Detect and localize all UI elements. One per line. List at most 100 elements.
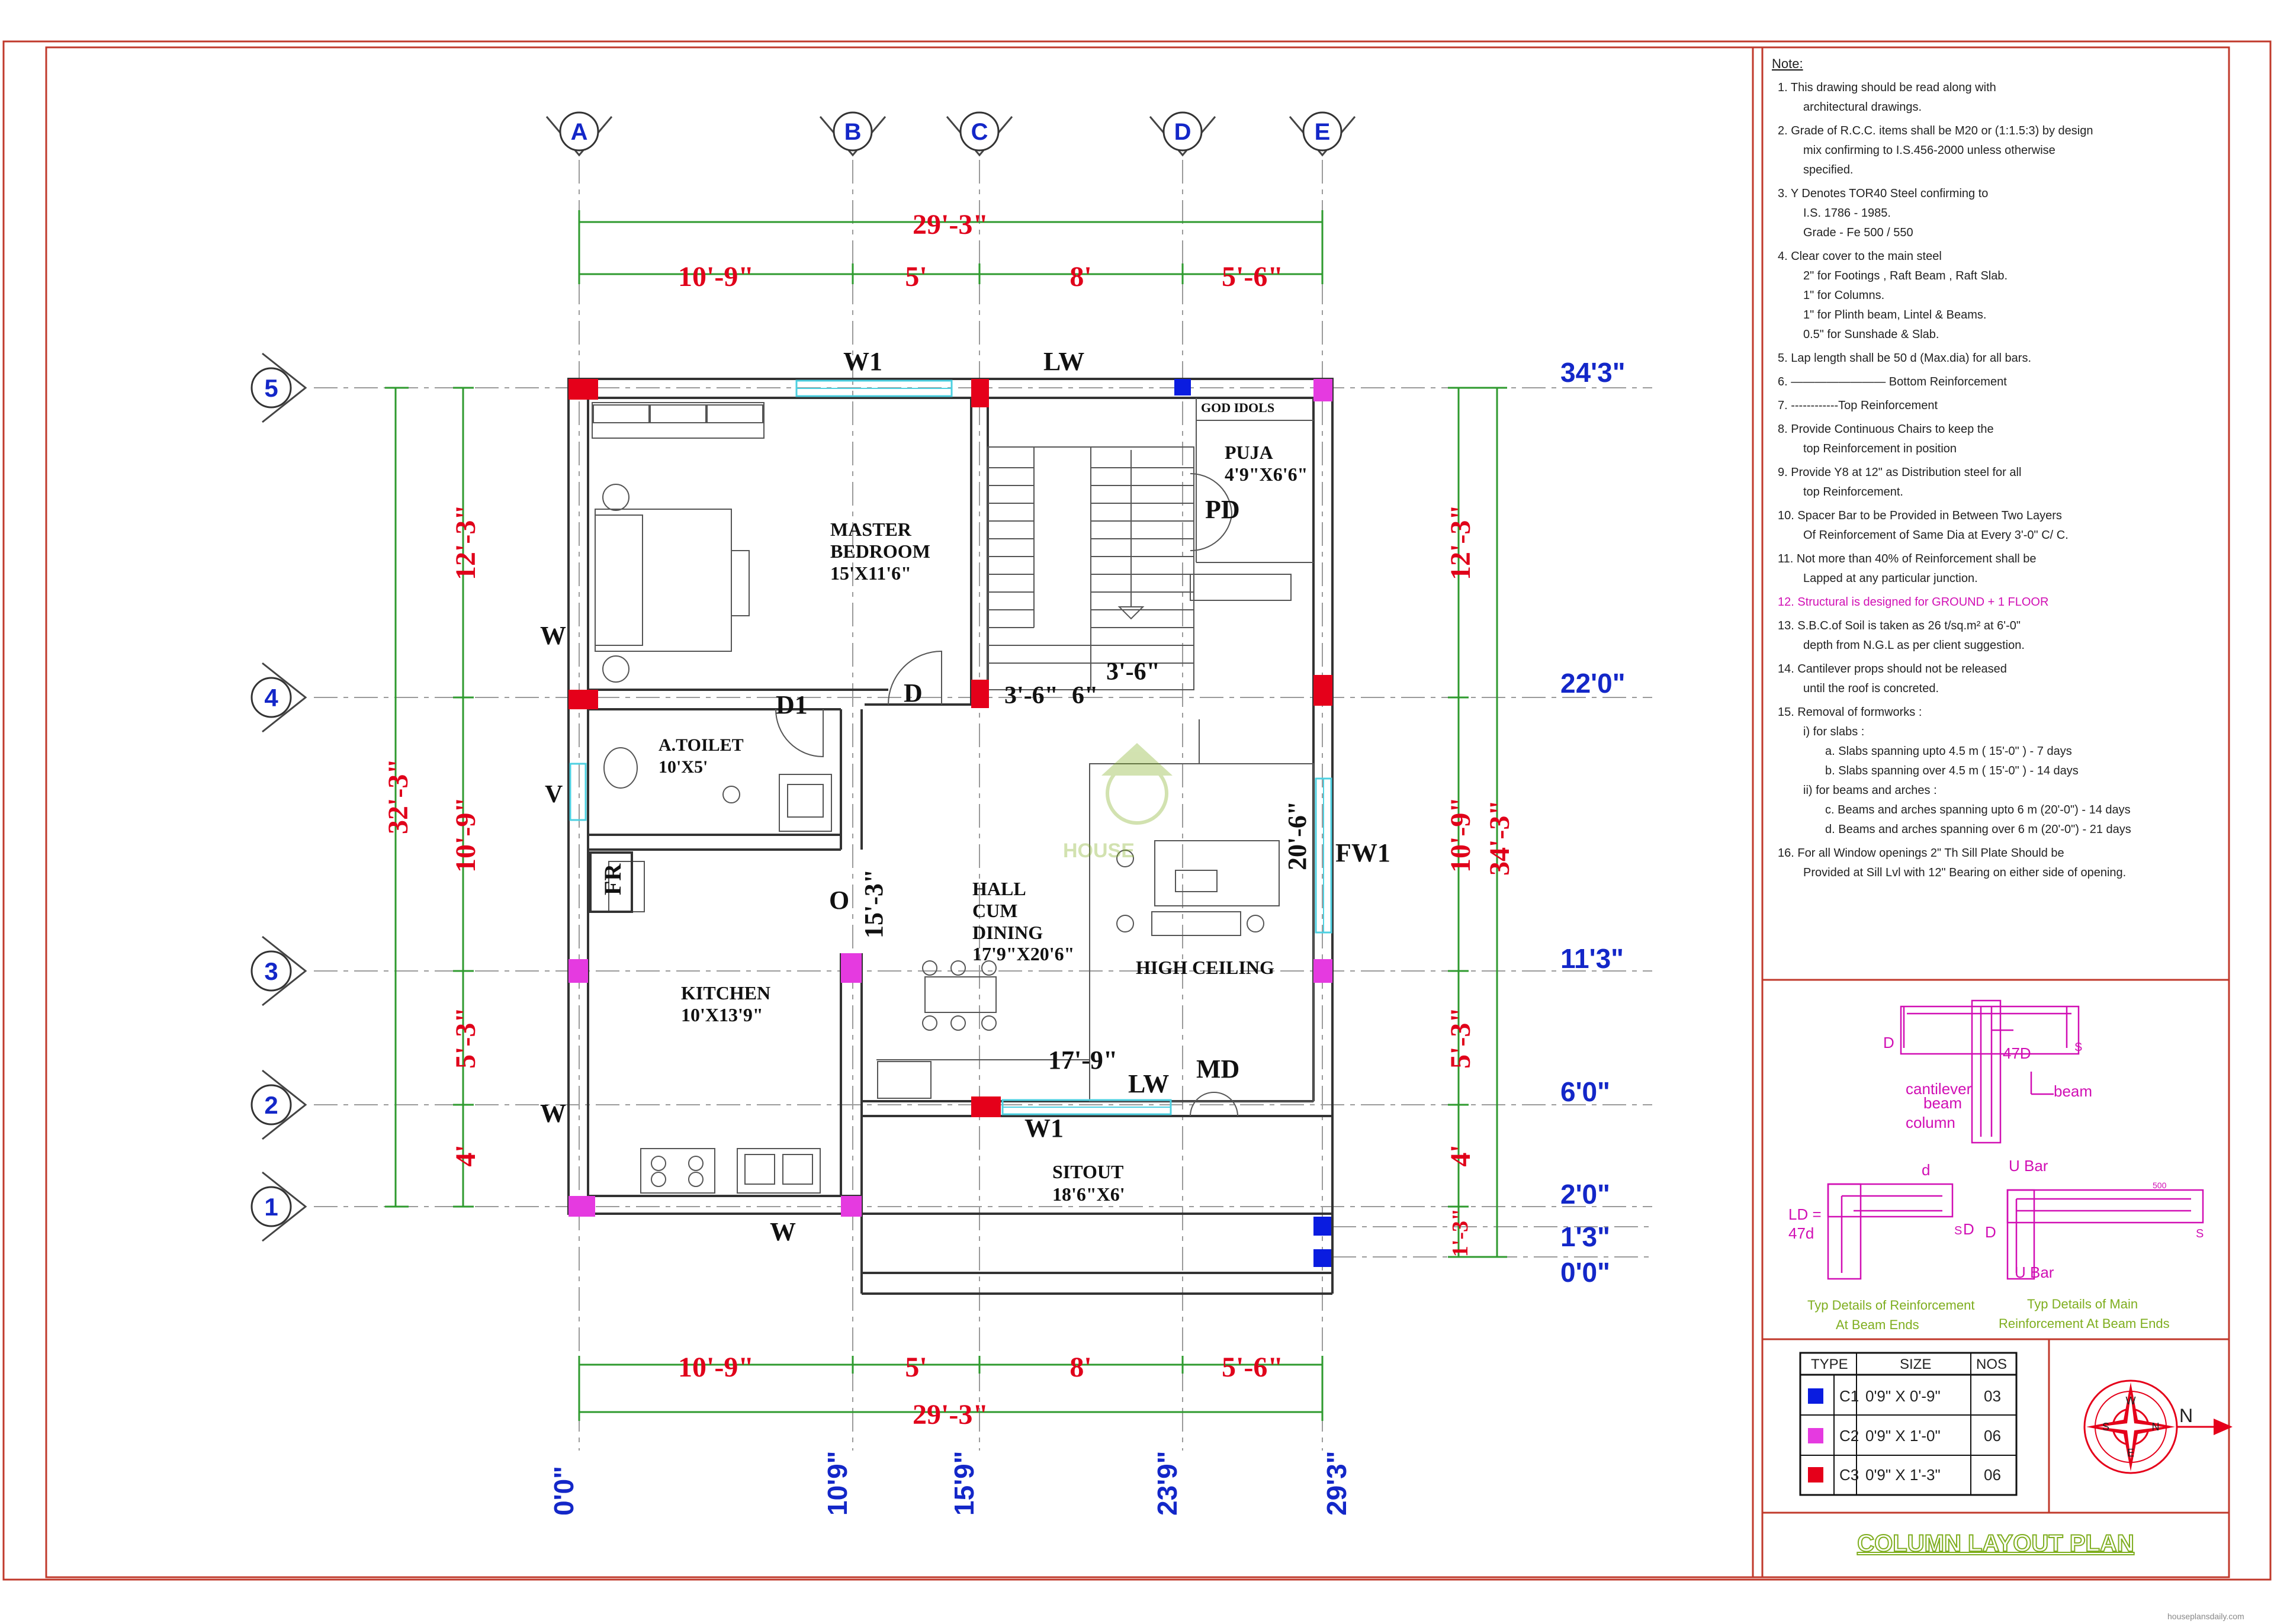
column-c2 xyxy=(568,959,588,983)
room-size: 10'X5' xyxy=(659,757,708,777)
detail-label: 47D xyxy=(2003,1044,2031,1062)
note-line: until the roof is concreted. xyxy=(1803,682,1939,695)
dim-span-right: 4' xyxy=(1445,1144,1476,1166)
inner-border xyxy=(45,46,2230,1578)
room-size: 17'9"X20'6" xyxy=(972,943,1074,964)
ventilator-label: V xyxy=(545,781,563,808)
note-line: b. Slabs spanning over 4.5 m ( 15'-0" ) … xyxy=(1825,764,2079,777)
detail-label: D xyxy=(1963,1220,1974,1238)
door-label: PD xyxy=(1205,495,1240,524)
fridge-label: FR xyxy=(599,863,626,895)
room-name: BEDROOM xyxy=(830,541,930,562)
detail-label: 47d xyxy=(1788,1224,1814,1242)
schedule-nos: 06 xyxy=(1984,1427,2001,1445)
hall-dim: 15'-3" xyxy=(859,869,888,938)
room-name: KITCHEN xyxy=(681,982,770,1004)
note-line: specified. xyxy=(1803,163,1854,176)
windows xyxy=(569,380,1332,1115)
level-4: 22'0" xyxy=(1560,668,1626,699)
note-line: 3. Y Denotes TOR40 Steel confirming to xyxy=(1778,187,1988,200)
note-line: i) for slabs : xyxy=(1803,725,1864,738)
note-line: 15. Removal of formworks : xyxy=(1778,706,1922,719)
dim-span-right: 1'-3" xyxy=(1448,1208,1473,1257)
schedule-swatch xyxy=(1808,1428,1823,1443)
watermark-logo: HOUSE xyxy=(1063,743,1173,862)
note-line: 1" for Columns. xyxy=(1803,289,1884,302)
detail-caption: Typ Details of Reinforcement xyxy=(1807,1298,1974,1313)
column-bubble-d: D xyxy=(1149,111,1216,157)
dim-span-left: 5'-3" xyxy=(450,1007,481,1069)
window-label: W1 xyxy=(843,347,882,376)
row-label: 2 xyxy=(264,1091,278,1119)
column-bubble-c: C xyxy=(946,111,1013,157)
note-line: 11. Not more than 40% of Reinforcement s… xyxy=(1778,552,2037,565)
drawing-title: COLUMN LAYOUT PLAN xyxy=(1857,1530,2134,1557)
row-label: 5 xyxy=(264,374,278,402)
column-c1 xyxy=(1313,1217,1331,1236)
row-bubble-1: 1 xyxy=(250,1171,307,1242)
schedule-swatch xyxy=(1808,1467,1823,1482)
level-labels: 34'3" 22'0" 11'3" 6'0" 2'0" 1'3" 0'0" xyxy=(1560,357,1626,1288)
column-c3 xyxy=(971,379,989,407)
schedule-nos: 06 xyxy=(1984,1466,2001,1484)
note-line: Provided at Sill Lvl with 12" Bearing on… xyxy=(1803,866,2126,879)
room-size: 10'X13'9" xyxy=(681,1004,763,1025)
compass-letter: N xyxy=(2152,1421,2160,1433)
north-compass-icon: W S E N N xyxy=(2083,1379,2233,1474)
dim-span-bottom: 5' xyxy=(905,1352,927,1383)
dim-span-left: 10'-9" xyxy=(450,797,481,873)
room-name: HALL xyxy=(972,878,1026,899)
column-c3 xyxy=(568,379,598,400)
dim-overall-bottom: 29'-3" xyxy=(913,1399,988,1430)
detail-cantilever-beam: D 47D S cantilever beam column beam xyxy=(1883,999,2092,1144)
schedule-size: 0'9" X 0'-9" xyxy=(1865,1387,1941,1405)
notes-list: 1. This drawing should be read along wit… xyxy=(1778,81,2131,879)
detail-label: LD = xyxy=(1788,1205,1822,1223)
detail-label: D xyxy=(1883,1034,1894,1051)
dim-span-top: 8' xyxy=(1069,261,1091,292)
detail-label: S xyxy=(2074,1041,2082,1054)
note-line: 2. Grade of R.C.C. items shall be M20 or… xyxy=(1778,124,2093,137)
drawing-title-block: COLUMN LAYOUT PLAN xyxy=(1857,1530,2134,1557)
detail-label: S xyxy=(2196,1227,2204,1240)
door-label: MD xyxy=(1196,1054,1239,1083)
window-label: FW1 xyxy=(1335,838,1390,867)
schedule-type: C3 xyxy=(1839,1466,1859,1484)
row-bubble-3: 3 xyxy=(250,935,307,1006)
note-line: 6. ———————— Bottom Reinforcement xyxy=(1778,375,2007,388)
offset-b: 10'9" xyxy=(822,1451,853,1516)
note-line: 12. Structural is designed for GROUND + … xyxy=(1778,596,2048,609)
room-name: CUM xyxy=(972,900,1017,921)
offset-c: 15'9" xyxy=(949,1451,979,1516)
general-notes: Note: 1. This drawing should be read alo… xyxy=(1772,56,2131,879)
room-size: 15'X11'6" xyxy=(830,562,911,584)
left-dimensions: 32'-3" 12'-3" 10'-9" 5'-3" 4' xyxy=(383,387,481,1208)
note-line: 8. Provide Continuous Chairs to keep the xyxy=(1778,423,1994,436)
row-label: 1 xyxy=(264,1193,278,1221)
dim-span-bottom: 10'-9" xyxy=(678,1352,754,1383)
staircase xyxy=(987,446,1194,690)
inner-dimensions: 3'-6" 3'-6" 6" 15'-3" 20'-6" 17'-9" xyxy=(859,658,1312,1075)
note-line: Grade - Fe 500 / 550 xyxy=(1803,226,1913,239)
stair-dim: 6" xyxy=(1072,682,1098,709)
schedule-swatch xyxy=(1808,1388,1823,1404)
window-label: LW xyxy=(1043,347,1084,376)
note-line: 7. ------------Top Reinforcement xyxy=(1778,399,1938,412)
schedule-type: C2 xyxy=(1839,1427,1859,1445)
note-line: c. Beams and arches spanning upto 6 m (2… xyxy=(1825,803,2131,816)
stair-dim: 3'-6" xyxy=(1004,682,1058,709)
schedule-nos: 03 xyxy=(1984,1387,2001,1405)
opening-labels: W1 LW PD W D1 D V FR O FW1 W W LW MD W1 xyxy=(540,347,1390,1246)
note-line: a. Slabs spanning upto 4.5 m ( 15'-0" ) … xyxy=(1825,745,2072,758)
note-line: 10. Spacer Bar to be Provided in Between… xyxy=(1778,509,2062,522)
detail-beam-end-1: LD = 47d d S D Typ Details of Reinforcem… xyxy=(1788,1161,1974,1332)
column-c2 xyxy=(1313,379,1332,401)
dim-span-right: 12'-3" xyxy=(1445,504,1476,580)
note-line: 1" for Plinth beam, Lintel & Beams. xyxy=(1803,308,1986,321)
outer-border xyxy=(2,40,2272,1581)
column-bubble-a: A xyxy=(545,111,613,157)
door-label: D xyxy=(904,678,923,708)
detail-label: U Bar xyxy=(2015,1263,2054,1281)
note-line: Lapped at any particular junction. xyxy=(1803,572,1978,585)
compass-letter: S xyxy=(2102,1421,2109,1433)
